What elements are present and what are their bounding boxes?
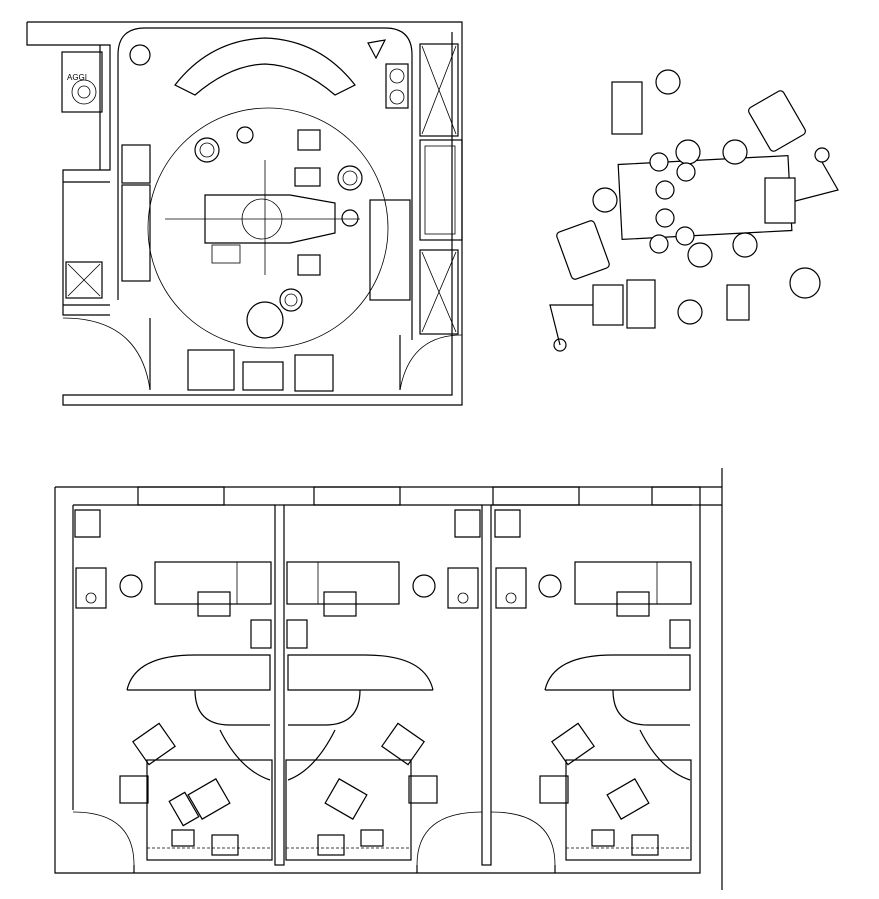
office-room-1	[74, 509, 273, 861]
operating-room-plan: AGGI	[26, 21, 463, 406]
office-rooms-plan	[54, 468, 723, 890]
sterilizer-unit	[61, 51, 103, 113]
sheet-label: AGGI	[67, 73, 87, 82]
surgical-light-circle	[147, 107, 389, 349]
office-room-3	[494, 509, 692, 861]
office-room-2	[285, 509, 481, 861]
xray-viewer	[611, 81, 643, 135]
surgical-team-layout	[549, 69, 839, 352]
operating-table	[165, 160, 360, 275]
